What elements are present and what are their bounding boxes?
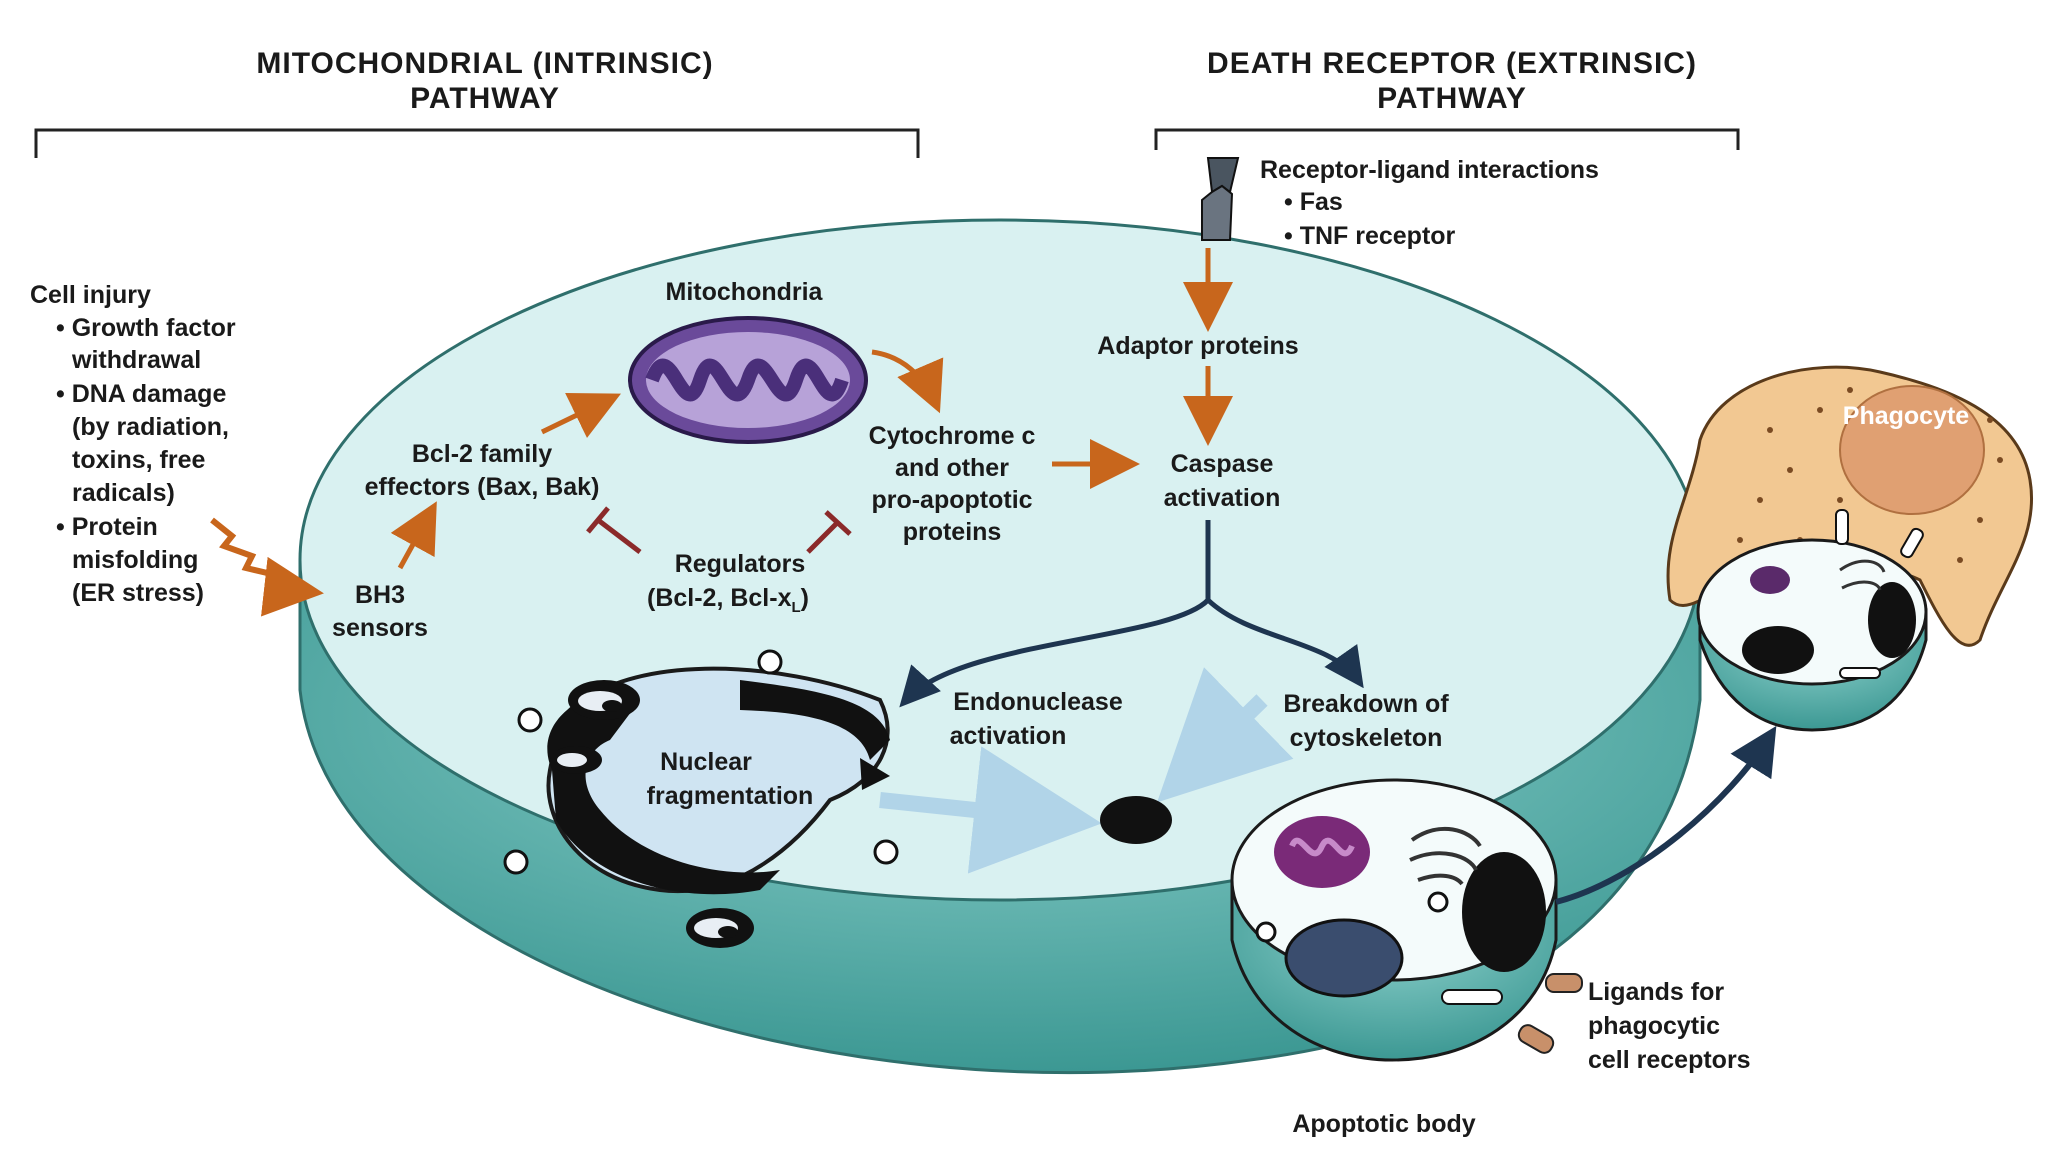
cell-injury-line: • DNA damage [56, 380, 226, 408]
injury-zigzag-arrow [210, 517, 324, 617]
nuclear-fragmentation-illustration [503, 649, 899, 948]
cell-injury-list: Cell injury • Growth factor withdrawal •… [30, 281, 236, 607]
bcl2-label-line1: Bcl-2 family [412, 440, 552, 468]
regulators-close: ) [801, 584, 809, 612]
adaptor-label: Adaptor proteins [1097, 332, 1298, 360]
caspase-label-line2: activation [1164, 484, 1281, 512]
cell-injury-line: • Protein [56, 513, 158, 541]
cell-injury-line: radicals) [72, 479, 175, 507]
apoptotic-body-label: Apoptotic body [1292, 1110, 1475, 1138]
arrow-to-phagocyte [1555, 725, 1777, 905]
receptor-item-tnf: • TNF receptor [1284, 222, 1456, 250]
regulators-label-line2: (Bcl-2, Bcl-xL) [647, 584, 809, 616]
nuclear-label-line1: Nuclear [660, 748, 752, 776]
bcl2-label-line2: effectors (Bax, Bak) [365, 473, 600, 501]
receptor-item-fas: • Fas [1284, 188, 1343, 216]
bh3-label-line2: sensors [332, 614, 428, 642]
arrow-caspase-to-cytoskeleton [1206, 598, 1364, 689]
chromatin-fragment [1100, 796, 1172, 844]
cell-injury-line: toxins, free [72, 446, 205, 474]
cell-injury-line: (by radiation, [72, 413, 229, 441]
breakdown-label-line1: Breakdown of [1283, 690, 1449, 718]
cytochrome-label-line2: and other [895, 454, 1009, 482]
extrinsic-title-line2: PATHWAY [1377, 82, 1527, 115]
cell-injury-line: (ER stress) [72, 579, 204, 607]
intrinsic-title-line2: PATHWAY [410, 82, 560, 115]
cytochrome-label-line3: pro-apoptotic [871, 486, 1032, 514]
caspase-label-line1: Caspase [1171, 450, 1274, 478]
regulators-subscript: L [791, 599, 800, 616]
ligands-label-line1: Ligands for [1588, 978, 1724, 1006]
bh3-label-line1: BH3 [355, 581, 405, 609]
cell-injury-line: withdrawal [71, 346, 201, 374]
mitochondria-label: Mitochondria [666, 278, 824, 306]
receptor-ligand-title: Receptor-ligand interactions [1260, 156, 1599, 184]
arrow-mito-to-cytochrome [871, 349, 944, 414]
breakdown-label-line2: cytoskeleton [1290, 724, 1443, 752]
light-arrow-cytoskeleton [1157, 667, 1294, 803]
cytochrome-label-line4: proteins [903, 518, 1002, 546]
cell-injury-title: Cell injury [30, 281, 151, 309]
regulators-text: (Bcl-2, Bcl-x [647, 584, 792, 612]
endonuclease-label-line1: Endonuclease [953, 688, 1123, 716]
phagocyte-illustration [1666, 365, 2033, 732]
cytochrome-label-line1: Cytochrome c [869, 422, 1036, 450]
ligands-label-line3: cell receptors [1588, 1046, 1751, 1074]
mitochondrion-icon [628, 316, 868, 444]
inhibition-markers [586, 506, 852, 554]
cell-injury-line: • Growth factor [56, 314, 236, 342]
ligands-label-line2: phagocytic [1588, 1012, 1720, 1040]
apoptotic-body-illustration [1230, 778, 1583, 1062]
extrinsic-title-line1: DEATH RECEPTOR (EXTRINSIC) [1207, 47, 1697, 80]
arrow-bcl2-to-mito [540, 392, 621, 438]
arrow-bh3-to-bcl2 [390, 501, 437, 570]
regulators-label-line1: Regulators [675, 550, 806, 578]
arrow-caspase-to-endonuclease [899, 520, 1211, 708]
cell-injury-line: misfolding [72, 546, 198, 574]
endonuclease-label-line2: activation [950, 722, 1067, 750]
extrinsic-bracket [1154, 128, 1740, 150]
intrinsic-title-line1: MITOCHONDRIAL (INTRINSIC) [256, 47, 713, 80]
intrinsic-bracket [34, 128, 920, 158]
nuclear-label-line2: fragmentation [647, 782, 814, 810]
receptor-icon [1201, 157, 1240, 241]
phagocyte-label: Phagocyte [1843, 402, 1970, 430]
light-arrow-nuclear [879, 746, 1102, 874]
